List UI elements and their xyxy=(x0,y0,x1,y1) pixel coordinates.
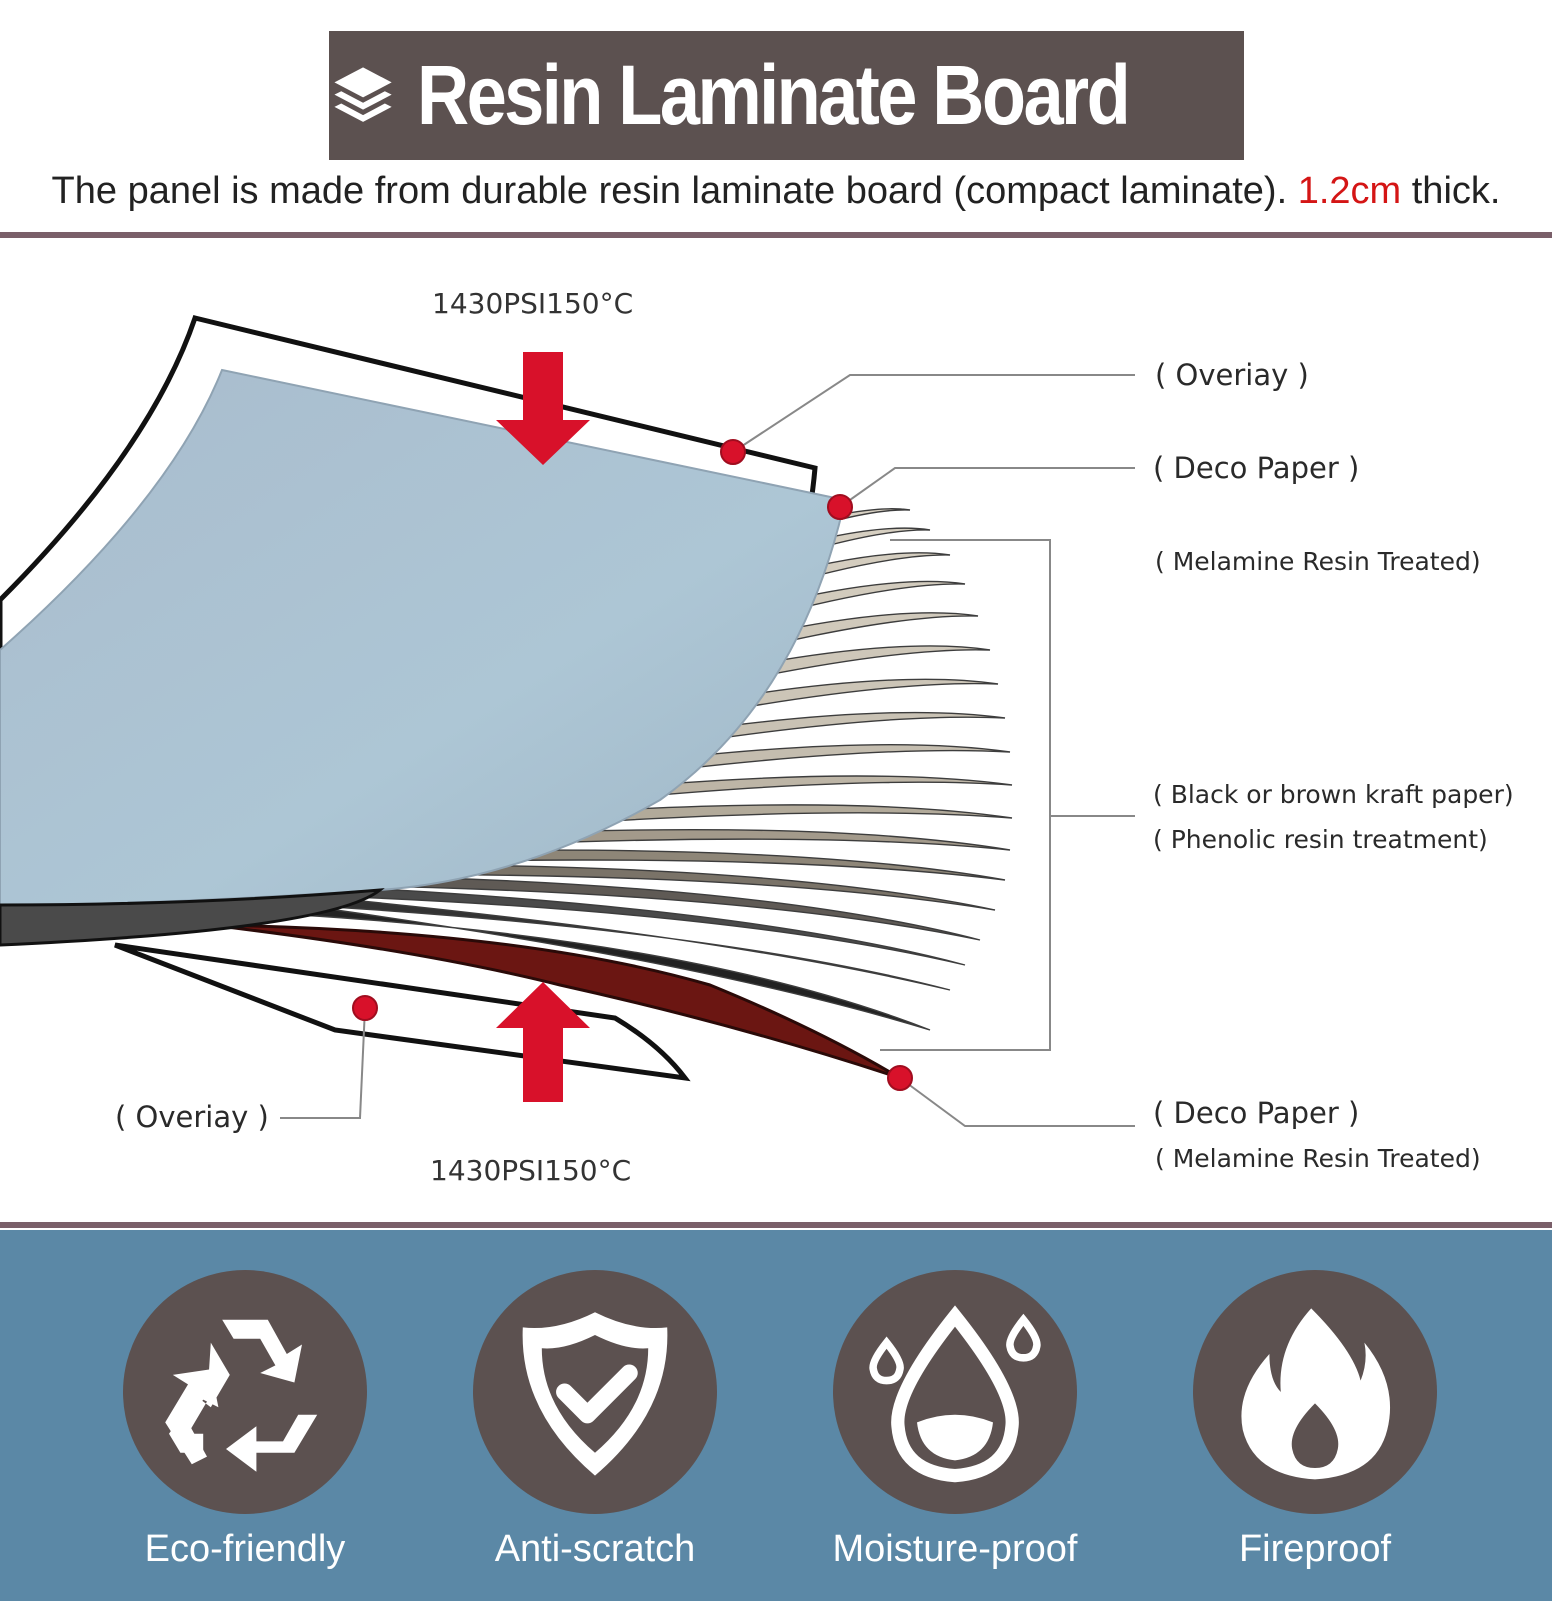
arrow-up-icon xyxy=(496,982,590,1102)
divider-top xyxy=(0,232,1552,238)
feature-anti-scratch: Anti-scratch xyxy=(430,1230,760,1601)
feature-label: Moisture-proof xyxy=(832,1528,1078,1570)
recycle-icon xyxy=(165,1319,318,1472)
leader-lines xyxy=(280,374,1135,1127)
label-overlay-top: ( Overiay ) xyxy=(1155,358,1309,392)
feature-label: Eco-friendly xyxy=(144,1528,346,1570)
page-title: Resin Laminate Board xyxy=(417,48,1131,142)
dot-deco-bottom xyxy=(887,1065,913,1091)
description-lead: The panel is made from durable resin lam… xyxy=(51,170,1288,212)
dot-overlay-bottom xyxy=(352,995,378,1021)
title-banner: Resin Laminate Board xyxy=(329,31,1244,160)
features-section: Eco-friendly Anti-scratch Moisture-proof xyxy=(0,1230,1552,1601)
description: The panel is made from durable resin lam… xyxy=(0,170,1552,213)
feature-fireproof: Fireproof xyxy=(1150,1230,1480,1601)
label-phenolic: ( Phenolic resin treatment) xyxy=(1153,825,1488,854)
feature-icon-circle xyxy=(833,1270,1077,1514)
feature-icon-circle xyxy=(473,1270,717,1514)
pressure-bottom-label: 1430PSI150°C xyxy=(430,1154,631,1187)
feature-icon-circle xyxy=(123,1270,367,1514)
feature-label: Fireproof xyxy=(1238,1528,1392,1570)
dot-deco-top xyxy=(827,494,853,520)
feature-label: Anti-scratch xyxy=(494,1528,696,1570)
laminate-layers-diagram: 1430PSI150°C 1430PSI150°C ( Overiay ) ( … xyxy=(0,287,1514,1187)
pressure-top-label: 1430PSI150°C xyxy=(432,287,633,320)
arrow-down-icon xyxy=(496,352,590,465)
label-deco-bottom: ( Deco Paper ) xyxy=(1153,1096,1359,1130)
panel-edge xyxy=(0,888,385,947)
thickness-value: 1.2cm xyxy=(1297,170,1402,212)
flame-icon xyxy=(1241,1308,1391,1480)
description-tail: thick. xyxy=(1411,170,1501,212)
shield-check-icon xyxy=(522,1312,668,1476)
divider-bottom xyxy=(0,1222,1552,1228)
label-melamine-top: ( Melamine Resin Treated) xyxy=(1155,547,1481,576)
label-deco-top: ( Deco Paper ) xyxy=(1153,451,1359,485)
water-drop-icon xyxy=(869,1305,1041,1483)
feature-icon-circle xyxy=(1193,1270,1437,1514)
label-overlay-bottom: ( Overiay ) xyxy=(115,1100,269,1134)
feature-moisture-proof: Moisture-proof xyxy=(790,1230,1120,1601)
label-melamine-bottom: ( Melamine Resin Treated) xyxy=(1155,1144,1481,1173)
label-kraft: ( Black or brown kraft paper) xyxy=(1153,780,1514,809)
feature-eco-friendly: Eco-friendly xyxy=(80,1230,410,1601)
layers-icon xyxy=(334,66,392,122)
dot-overlay-top xyxy=(720,439,746,465)
